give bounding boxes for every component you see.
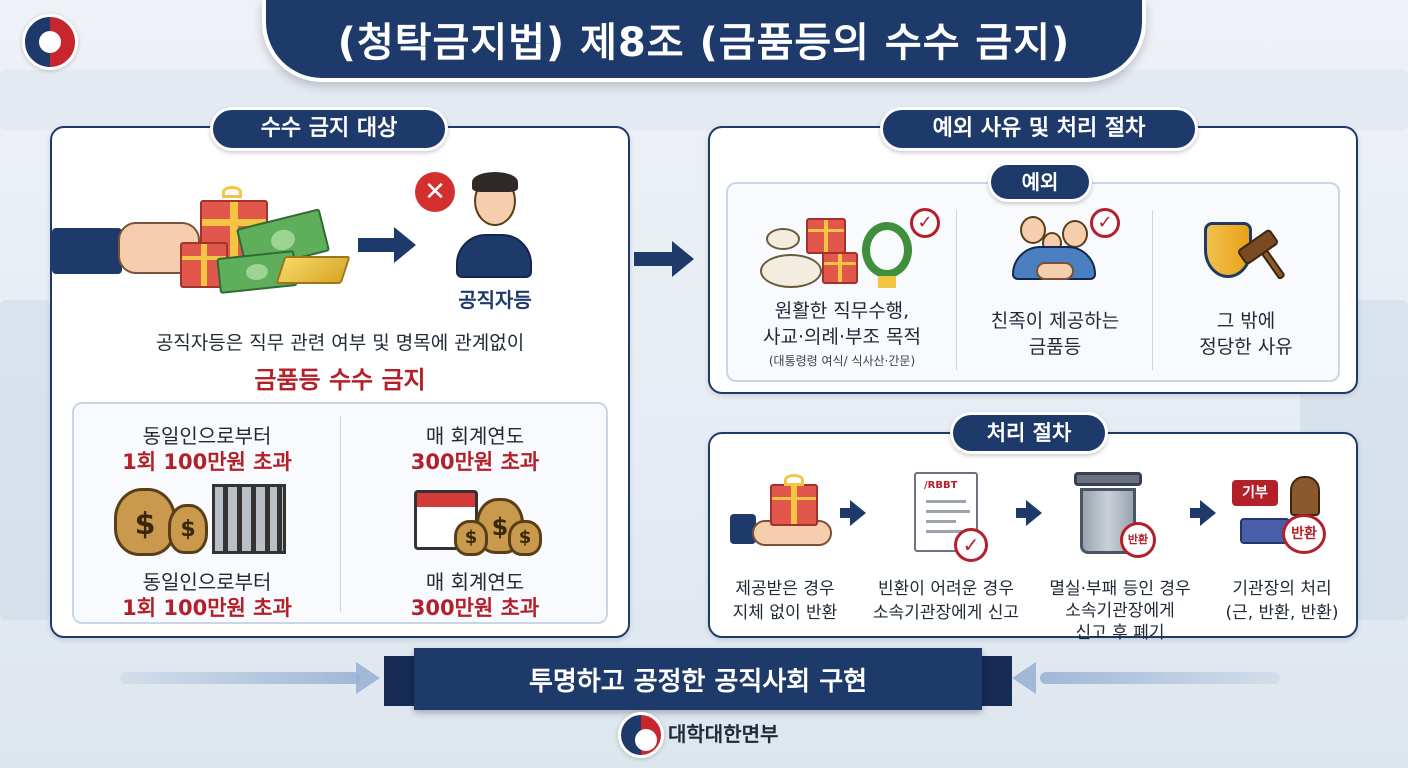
- limit-4-line2: 300만원 초과: [410, 596, 540, 620]
- step-arrow-icon: [850, 500, 866, 526]
- wreath-ribbon-icon: [878, 276, 896, 288]
- slogan-ribbon: 투명하고 공정한 공직사회 구현: [414, 648, 982, 710]
- step-1-line2: 지체 없이 반환: [732, 603, 838, 623]
- limit-1-line2: 1회 100만원 초과: [122, 450, 292, 474]
- footer-right-arrow: [1040, 672, 1280, 684]
- wreath-icon: [862, 222, 912, 278]
- exceptions-divider-1: [956, 210, 957, 370]
- slogan-text: 투명하고 공정한 공직사회 구현: [528, 666, 868, 697]
- procedure-pill-label: 처리 절차: [986, 421, 1072, 445]
- title-banner: (청탁금지법) 제8조 (금품등의 수수 금지): [262, 0, 1146, 82]
- gov-emblem-icon: [22, 14, 78, 70]
- money-bag-icon: $: [114, 488, 176, 556]
- exception-1-note: (대통령령 여식/ 식사산·간문): [768, 354, 916, 368]
- exception-3-line2: 정당한 사유: [1199, 336, 1293, 358]
- flow-arrow-icon: [394, 227, 416, 263]
- family-person-icon: [1062, 220, 1088, 248]
- step-arrow-shaft: [1190, 508, 1202, 518]
- official-person-icon: [456, 234, 532, 278]
- footer-left-arrow: [120, 672, 360, 684]
- check-mark-icon: ✓: [1090, 208, 1120, 238]
- bin-stamp-label: 반환: [1127, 533, 1149, 546]
- limit-3-line2: 1회 100만원 초과: [122, 596, 292, 620]
- step-arrow-icon: [1200, 500, 1216, 526]
- return-stamp-icon: 반환: [1120, 522, 1156, 558]
- exception-1-line2: 사교·의례·부조 목적: [763, 326, 921, 348]
- food-plate-icon: [760, 254, 822, 288]
- exceptions-procedure-pill: 예외 사유 및 처리 절차: [880, 107, 1198, 151]
- family-person-icon: [1020, 216, 1046, 244]
- x-mark-icon: ✕: [415, 172, 455, 212]
- footer-left-arrowhead: [356, 662, 380, 694]
- target-label: 공직자등: [458, 288, 532, 312]
- return-stamp-icon: 반환: [1282, 514, 1326, 554]
- statement-line2: 금품등 수수 금지: [254, 366, 426, 394]
- step-4-line1: 기관장의 처리: [1232, 579, 1332, 599]
- official-person-hair: [472, 172, 518, 192]
- gift-box-icon: [770, 484, 818, 526]
- limit-4-line1: 매 회계연도: [425, 570, 525, 594]
- trash-bin-lid-icon: [1074, 472, 1142, 486]
- gold-bar-icon: [275, 256, 351, 284]
- handshake-icon: [1036, 262, 1074, 280]
- exceptions-procedure-pill-label: 예외 사유 및 처리 절차: [932, 116, 1146, 141]
- statement-line1: 공직자등은 직무 관련 여부 및 명목에 관계없이: [155, 332, 525, 354]
- step-4-line2: (근, 반환, 반환): [1225, 603, 1339, 623]
- limit-3-line1: 동일인으로부터: [142, 570, 272, 594]
- check-mark-icon: ✓: [910, 208, 940, 238]
- money-bag-icon: $: [168, 504, 208, 554]
- stamp-2-label: 반환: [1291, 526, 1317, 542]
- exception-2-line1: 친족이 제공하는: [990, 310, 1120, 332]
- prohibited-targets-pill: 수수 금지 대상: [210, 107, 448, 151]
- exceptions-pill: 예외: [988, 162, 1092, 202]
- food-bowl-icon: [766, 228, 800, 250]
- step-3-line3: 신고 후 폐기: [1075, 623, 1165, 643]
- stamp-handle-icon: [1290, 476, 1320, 516]
- flow-arrow-shaft: [358, 238, 396, 252]
- limit-2-line1: 매 회계연도: [425, 424, 525, 448]
- ministry-name: 대학대한면부: [668, 722, 779, 746]
- step-3-line1: 멸실·부패 등인 경우: [1049, 579, 1191, 599]
- procedure-pill: 처리 절차: [950, 412, 1108, 454]
- jail-bars-icon: [212, 484, 286, 554]
- money-bag-icon: $: [508, 520, 542, 556]
- section-arrow-shaft: [634, 252, 674, 266]
- step-3-line2: 소속기관장에게: [1065, 601, 1175, 621]
- step-arrow-shaft: [840, 508, 852, 518]
- exceptions-divider-2: [1152, 210, 1153, 370]
- section-arrow-icon: [672, 241, 694, 277]
- exception-3-line1: 그 밖에: [1216, 310, 1276, 332]
- money-bag-icon: $: [454, 520, 488, 556]
- step-1-line1: 제공받은 경우: [735, 579, 835, 599]
- gift-box-icon: [806, 218, 846, 254]
- stamp-1-label: 기부: [1242, 485, 1268, 501]
- exception-2-line2: 금품등: [1028, 336, 1082, 358]
- step-arrow-shaft: [1016, 508, 1028, 518]
- limit-2-line2: 300만원 초과: [410, 450, 540, 474]
- limits-divider: [340, 416, 341, 612]
- sleeve-icon: [730, 514, 756, 544]
- gov-emblem-icon: [618, 712, 664, 758]
- sleeve-icon: [52, 228, 122, 274]
- exception-1-line1: 원활한 직무수행,: [774, 300, 910, 322]
- step-2-line2: 소속기관장에게 신고: [872, 603, 1020, 623]
- page-title: (청탁금지법) 제8조 (금품등의 수수 금지): [337, 20, 1071, 66]
- prohibited-targets-pill-label: 수수 금지 대상: [260, 116, 398, 141]
- donation-stamp-icon: 기부: [1232, 480, 1278, 506]
- step-arrow-icon: [1026, 500, 1042, 526]
- gift-bow-icon: [784, 474, 804, 486]
- gift-box-icon: [822, 252, 858, 284]
- limit-1-line1: 동일인으로부터: [142, 424, 272, 448]
- exceptions-pill-label: 예외: [1021, 170, 1059, 194]
- check-mark-icon: ✓: [954, 528, 988, 562]
- footer-right-arrowhead: [1012, 662, 1036, 694]
- gift-bow-icon: [222, 186, 242, 198]
- document-label: /RBBT: [924, 480, 958, 491]
- step-2-line1: 빈환이 어려운 경우: [878, 579, 1014, 599]
